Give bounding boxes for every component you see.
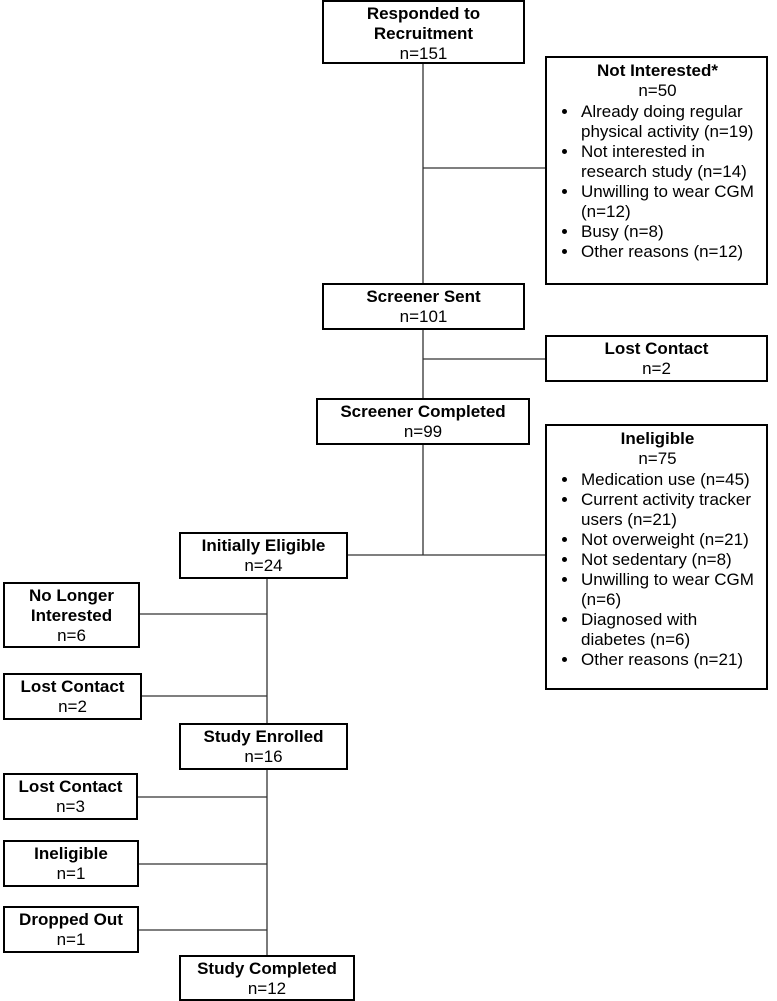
responded-title: Responded to Recruitment xyxy=(366,4,481,43)
ineligible-box-main: Ineligible n=75 Medication use (n=45) Cu… xyxy=(545,424,768,690)
lost-contact-box-3: Lost Contact n=3 xyxy=(3,773,138,820)
no-longer-interested-title: No Longer Interested xyxy=(29,586,114,625)
initially-eligible-title: Initially Eligible xyxy=(201,536,326,555)
list-item: Medication use (n=45) xyxy=(579,470,760,490)
ineligible-reasons: Medication use (n=45) Current activity t… xyxy=(555,470,760,670)
list-item: Unwilling to wear CGM (n=6) xyxy=(579,570,760,610)
no-longer-interested-box: No Longer Interested n=6 xyxy=(3,582,140,648)
study-completed-count: n=12 xyxy=(247,979,287,998)
lost-contact-title: Lost Contact xyxy=(604,339,709,358)
not-interested-title: Not Interested* xyxy=(597,61,718,80)
list-item: Not sedentary (n=8) xyxy=(579,550,760,570)
lost-contact-box-1: Lost Contact n=2 xyxy=(545,335,768,382)
no-longer-interested-count: n=6 xyxy=(57,626,86,645)
lost-contact-count: n=2 xyxy=(642,359,671,378)
lost-contact-count: n=3 xyxy=(56,797,85,816)
ineligible-count: n=75 xyxy=(638,449,677,468)
study-completed-title: Study Completed xyxy=(197,959,337,978)
lost-contact-title: Lost Contact xyxy=(18,777,123,796)
ineligible-count: n=1 xyxy=(56,864,86,883)
not-interested-box: Not Interested* n=50 Already doing regul… xyxy=(545,56,768,285)
dropped-out-box: Dropped Out n=1 xyxy=(3,906,139,953)
screener-sent-title: Screener Sent xyxy=(366,287,481,306)
not-interested-count: n=50 xyxy=(638,81,677,100)
initially-eligible-count: n=24 xyxy=(244,556,283,575)
lost-contact-count: n=2 xyxy=(58,697,87,716)
study-enrolled-title: Study Enrolled xyxy=(203,727,324,746)
list-item: Other reasons (n=12) xyxy=(579,242,760,262)
list-item: Not overweight (n=21) xyxy=(579,530,760,550)
dropped-out-count: n=1 xyxy=(56,930,86,949)
list-item: Current activity tracker users (n=21) xyxy=(579,490,760,530)
initially-eligible-box: Initially Eligible n=24 xyxy=(179,532,348,579)
study-enrolled-count: n=16 xyxy=(244,747,283,766)
responded-box: Responded to Recruitment n=151 xyxy=(322,0,525,64)
ineligible-title: Ineligible xyxy=(34,844,108,863)
screener-completed-box: Screener Completed n=99 xyxy=(316,398,530,445)
study-completed-box: Study Completed n=12 xyxy=(179,955,355,1001)
dropped-out-title: Dropped Out xyxy=(19,910,123,929)
list-item: Unwilling to wear CGM (n=12) xyxy=(579,182,760,222)
screener-sent-box: Screener Sent n=101 xyxy=(322,283,525,330)
screener-sent-count: n=101 xyxy=(399,307,448,326)
screener-completed-title: Screener Completed xyxy=(340,402,506,421)
list-item: Diagnosed with diabetes (n=6) xyxy=(579,610,760,650)
not-interested-reasons: Already doing regular physical activity … xyxy=(555,102,760,262)
lost-contact-box-2: Lost Contact n=2 xyxy=(3,673,142,720)
study-enrolled-box: Study Enrolled n=16 xyxy=(179,723,348,770)
ineligible-box-2: Ineligible n=1 xyxy=(3,840,139,887)
list-item: Not interested in research study (n=14) xyxy=(579,142,760,182)
ineligible-title: Ineligible xyxy=(620,429,695,448)
lost-contact-title: Lost Contact xyxy=(20,677,125,696)
screener-completed-count: n=99 xyxy=(403,422,443,441)
responded-count: n=151 xyxy=(399,44,448,63)
list-item: Already doing regular physical activity … xyxy=(579,102,760,142)
list-item: Other reasons (n=21) xyxy=(579,650,760,670)
list-item: Busy (n=8) xyxy=(579,222,760,242)
